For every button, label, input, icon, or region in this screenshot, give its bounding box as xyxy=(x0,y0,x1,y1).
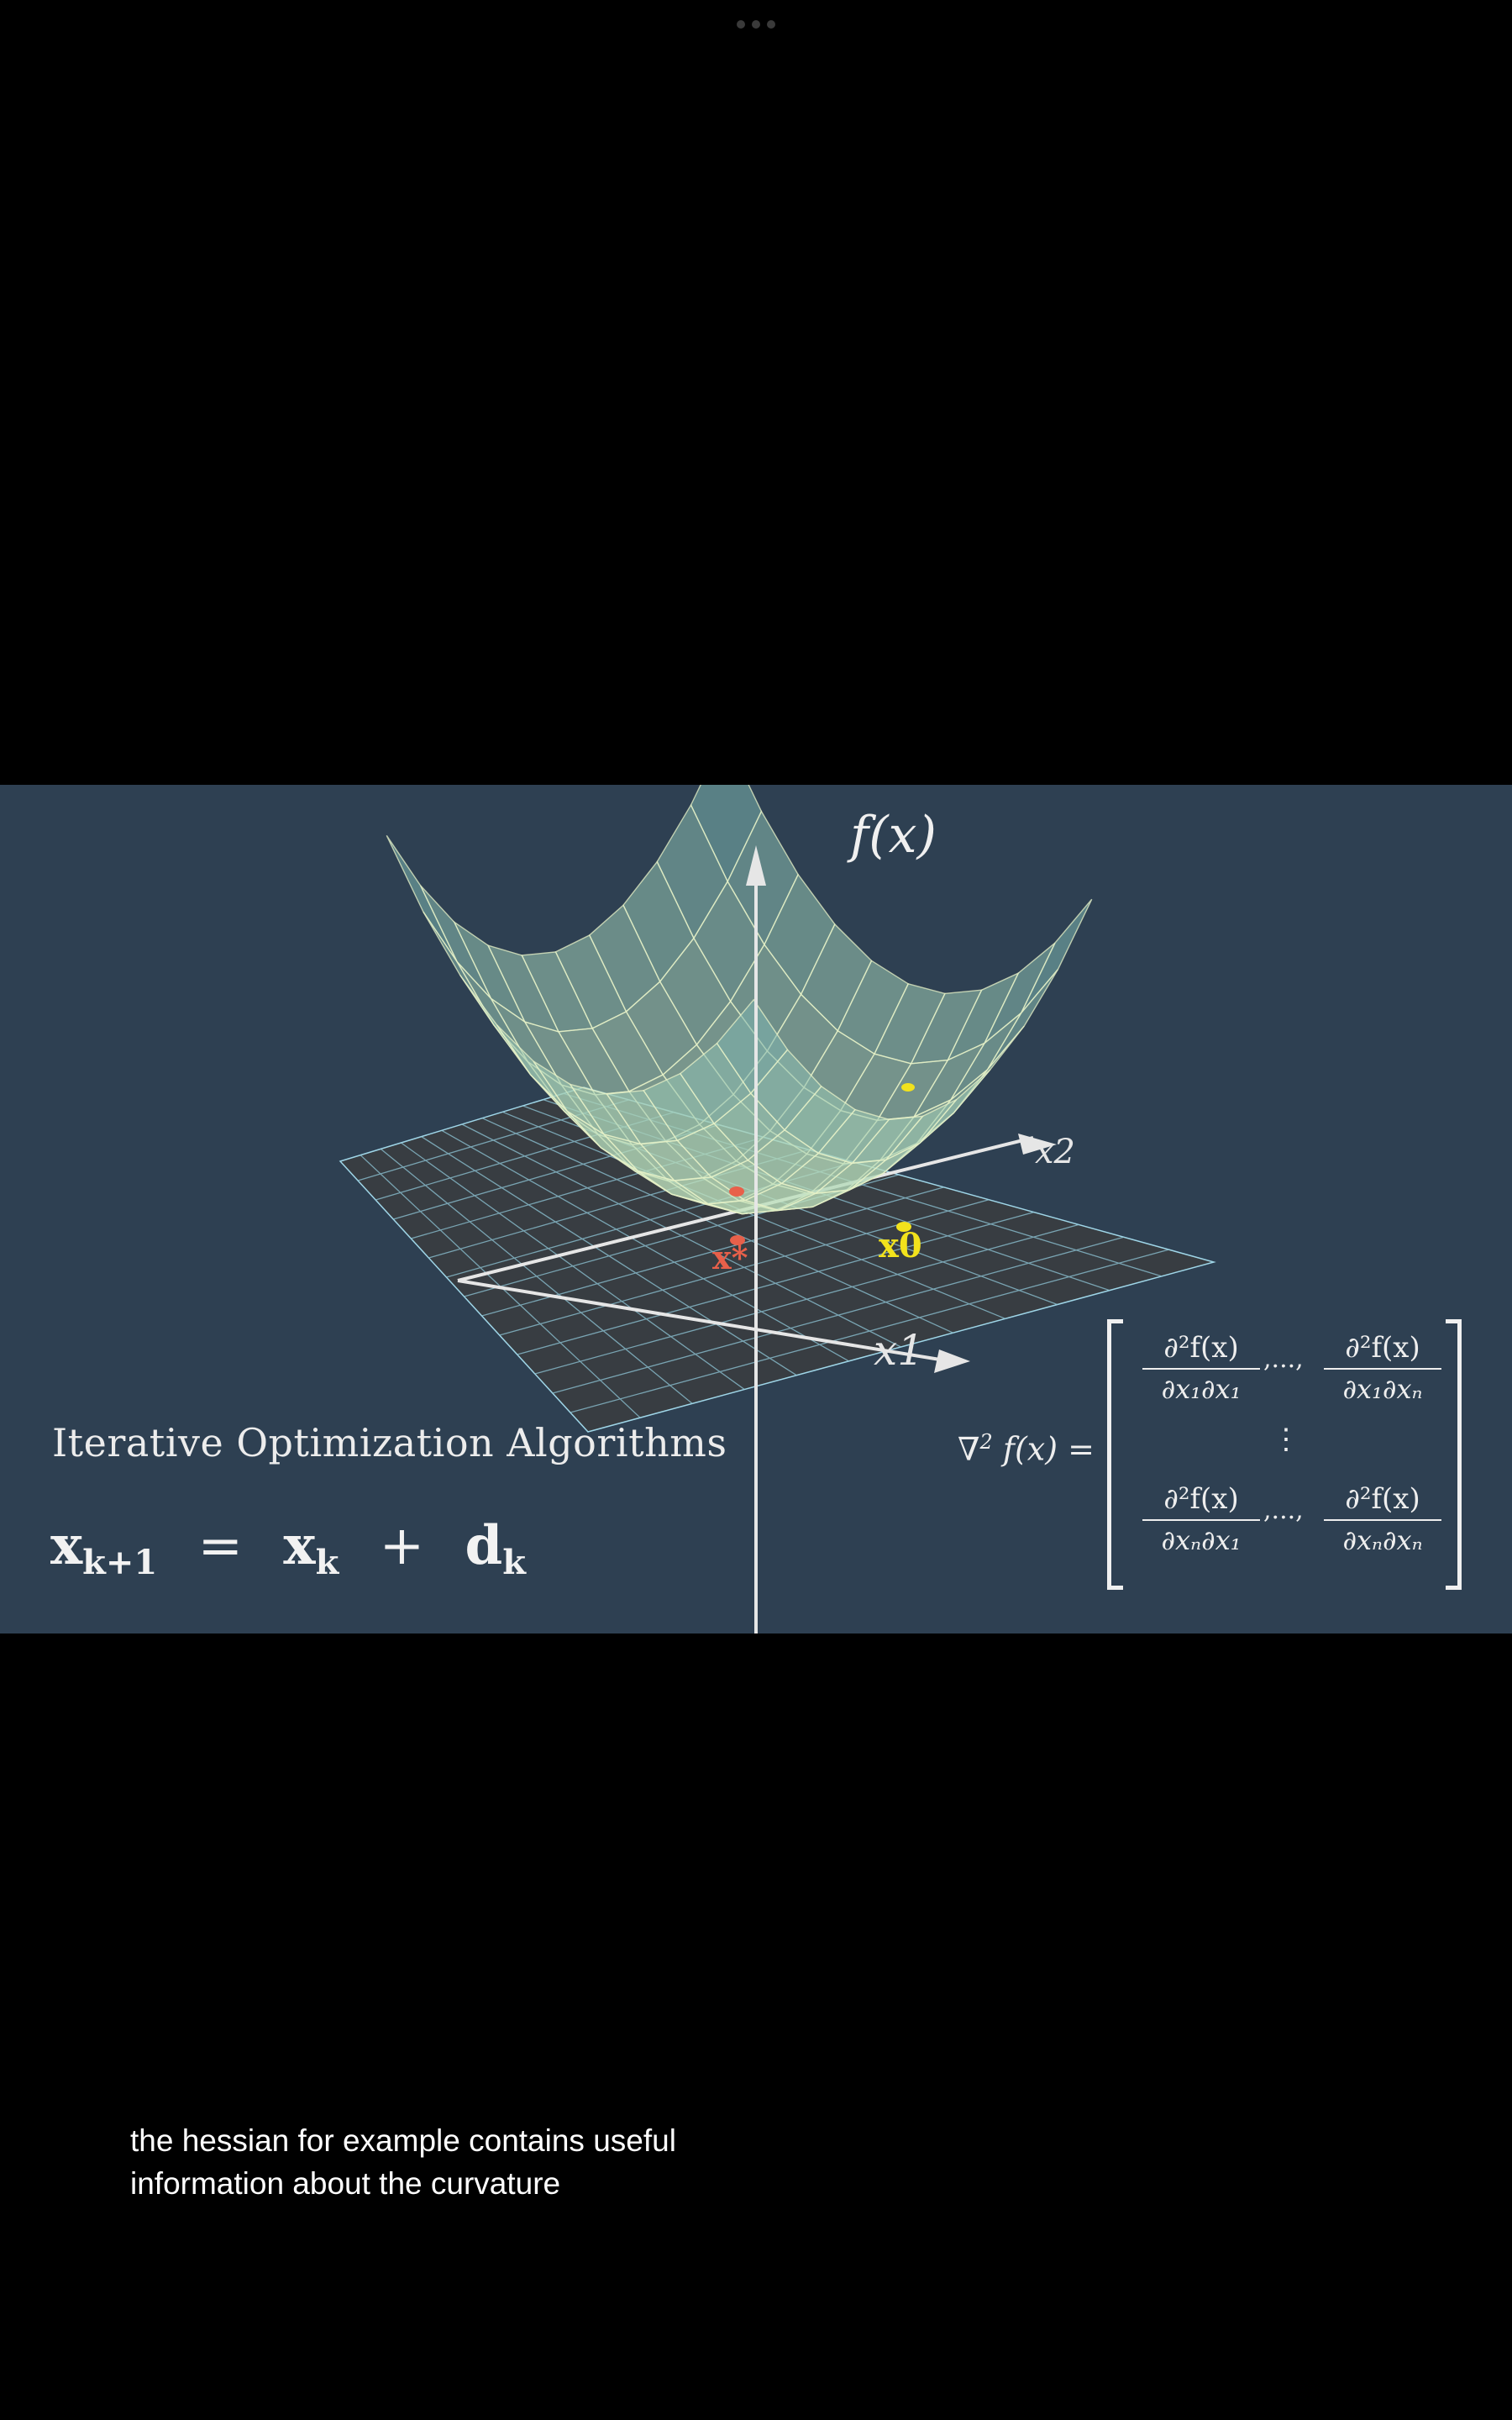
x1-arrow xyxy=(934,1349,970,1373)
cell-denominator: ∂xₙ∂xₙ xyxy=(1342,1524,1423,1556)
grid-line xyxy=(421,1136,797,1376)
nabla-power: 2 xyxy=(979,1430,993,1454)
hessian-rest: f(x) = xyxy=(1002,1430,1095,1468)
matrix-cell-11: ∂²f(x) ∂x₁∂x₁ xyxy=(1142,1331,1260,1405)
x2-axis-label: x2 xyxy=(1035,1133,1075,1171)
handle-dot xyxy=(737,20,745,29)
optimization-surface-plot: f(x) x2 x1 x* x0 xyxy=(339,785,1216,1634)
surface-patch xyxy=(386,834,458,963)
x1-axis-label: x1 xyxy=(874,1326,924,1375)
f-axis-label: f(x) xyxy=(847,806,937,865)
cell-denominator: ∂xₙ∂x₁ xyxy=(1161,1524,1242,1556)
cell-denominator: ∂x₁∂x₁ xyxy=(1161,1373,1242,1405)
grid-line xyxy=(401,1142,745,1391)
x2-arrow xyxy=(1018,1134,1057,1155)
video-title: Iterative Optimization Algorithms xyxy=(52,1420,727,1465)
grid-line xyxy=(502,1111,1005,1319)
matrix-cell-n1: ∂²f(x) ∂xₙ∂x₁ xyxy=(1142,1482,1260,1556)
cell-numerator: ∂²f(x) xyxy=(1142,1331,1260,1370)
x-star-point-on-surface xyxy=(729,1186,744,1197)
surface-patch xyxy=(716,998,789,1095)
formula-equals: = xyxy=(197,1515,244,1577)
x0-point-on-surface xyxy=(901,1083,915,1092)
x-star-point xyxy=(730,1235,745,1245)
window-handle[interactable] xyxy=(731,18,781,30)
matrix-right-bracket xyxy=(1446,1319,1462,1590)
f-axis-arrow xyxy=(746,845,766,886)
matrix-hdots-top: ,..., xyxy=(1263,1344,1304,1374)
cell-numerator: ∂²f(x) xyxy=(1324,1331,1441,1370)
x1-axis xyxy=(457,1279,946,1362)
grid-line xyxy=(481,1118,953,1334)
update-rule-formula: xk+1 = xk + dk xyxy=(50,1514,526,1582)
caption-line-2: information about the curvature xyxy=(130,2166,561,2201)
video-frame[interactable]: f(x) x2 x1 x* x0 xyxy=(0,785,1512,1634)
caption-line-1: the hessian for example contains useful xyxy=(130,2123,676,2158)
formula-plus: + xyxy=(379,1515,425,1577)
matrix-hdots-bottom: ,..., xyxy=(1263,1496,1304,1525)
formula-term1: x xyxy=(283,1514,316,1577)
x-star-label: x* xyxy=(712,1239,748,1276)
formula-lhs-sub: k+1 xyxy=(82,1543,158,1582)
formula-term2: d xyxy=(465,1514,503,1577)
formula-lhs: x xyxy=(50,1514,83,1577)
cell-numerator: ∂²f(x) xyxy=(1324,1482,1441,1521)
handle-dot xyxy=(752,20,760,29)
ground-grid xyxy=(357,1092,1169,1418)
handle-dot xyxy=(767,20,775,29)
cell-numerator: ∂²f(x) xyxy=(1142,1482,1260,1521)
hessian-label: ∇2 f(x) = xyxy=(958,1430,1095,1468)
surface-patch xyxy=(1021,898,1093,1013)
subtitle-caption: the hessian for example contains useful … xyxy=(130,2119,886,2205)
matrix-cell-nn: ∂²f(x) ∂xₙ∂xₙ xyxy=(1324,1482,1441,1556)
hessian-matrix: ∂²f(x) ∂x₁∂x₁ ,..., ∂²f(x) ∂x₁∂xₙ ⋮ ∂²f(… xyxy=(1107,1319,1462,1590)
x0-label: x0 xyxy=(879,1226,922,1265)
x0-point xyxy=(896,1222,911,1232)
grid-line xyxy=(380,1148,693,1404)
matrix-cell-1n: ∂²f(x) ∂x₁∂xₙ xyxy=(1324,1331,1441,1405)
formula-term1-sub: k xyxy=(315,1543,339,1582)
parabola-surface xyxy=(386,785,1093,1215)
nabla-symbol: ∇ xyxy=(958,1430,980,1468)
cell-denominator: ∂x₁∂xₙ xyxy=(1342,1373,1423,1405)
grid-line xyxy=(461,1123,901,1348)
formula-term2-sub: k xyxy=(502,1543,526,1582)
matrix-vdots: ⋮ xyxy=(1272,1423,1300,1456)
grid-line xyxy=(441,1129,849,1362)
matrix-left-bracket xyxy=(1107,1319,1123,1590)
